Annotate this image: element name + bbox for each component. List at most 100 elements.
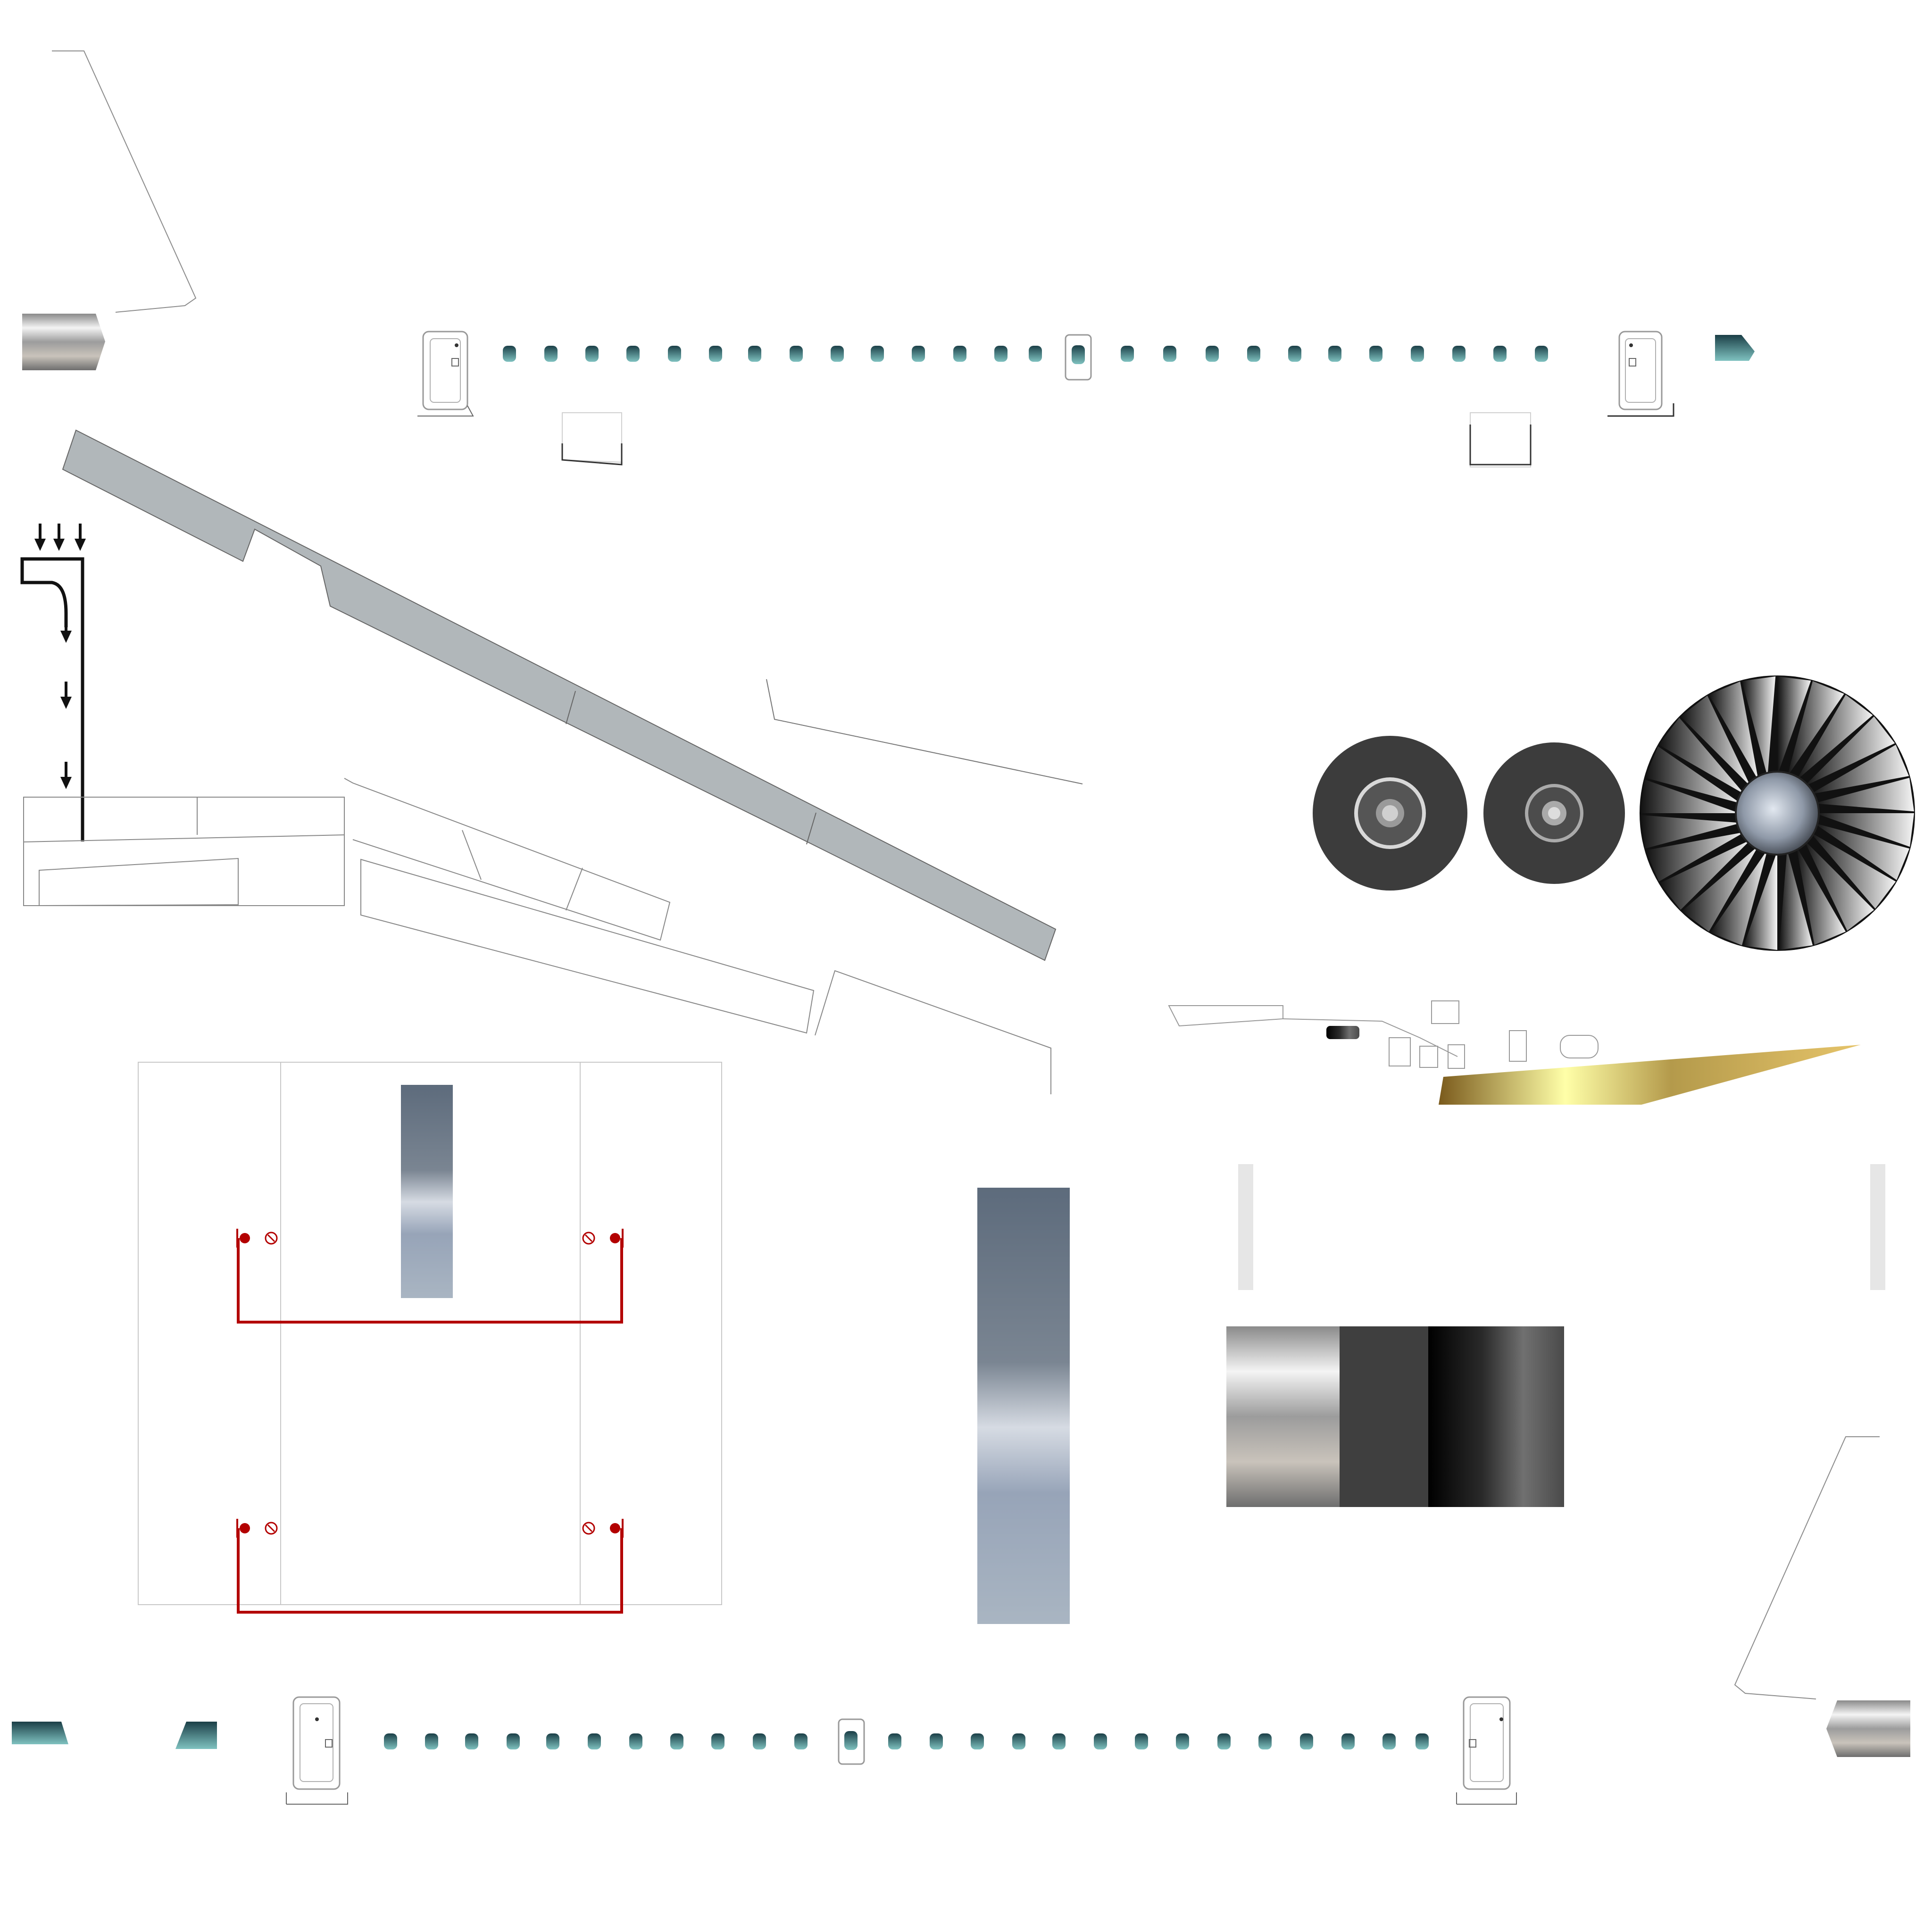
cabin-window-icon — [588, 1733, 601, 1749]
cabin-window-icon — [1288, 346, 1301, 362]
tail-fin-outline-bottom — [1734, 1436, 1880, 1699]
cabin-window-icon — [425, 1733, 438, 1749]
cabin-window-icon — [507, 1733, 520, 1749]
door-top-left — [417, 331, 474, 416]
door-bottom-right — [1456, 1696, 1517, 1805]
fan-blade-icon — [1787, 681, 1844, 777]
cabin-window-icon — [794, 1733, 808, 1749]
top-fuselage-strip — [22, 50, 1755, 467]
cabin-window-icon — [585, 346, 599, 362]
down-arrow-icon — [34, 539, 46, 551]
cabin-window-icon — [1052, 1733, 1066, 1749]
cabin-window-icon — [668, 346, 681, 362]
cabin-window-icon — [1217, 1733, 1231, 1749]
down-arrow-icon — [60, 777, 72, 789]
cabin-window-icon — [753, 1733, 766, 1749]
valve-icon — [240, 1233, 250, 1243]
cabin-window-icon — [1341, 1733, 1355, 1749]
flap-panels — [23, 778, 1051, 1094]
cabin-window-icon — [1369, 346, 1382, 362]
airflow-diagram — [20, 524, 86, 841]
cabin-window-icon — [544, 346, 558, 362]
engine-nacelle-texture — [1226, 1326, 1564, 1507]
cabin-window-icon — [626, 346, 640, 362]
cabin-window-icon — [831, 346, 844, 362]
fan-blade-icon — [1710, 849, 1768, 946]
cabin-window-icon — [1012, 1733, 1025, 1749]
cabin-window-icon — [1411, 346, 1424, 362]
cabin-window-icon — [994, 346, 1008, 362]
fan-blade-icon — [1814, 823, 1910, 880]
fan-blade-icon — [1743, 851, 1777, 950]
cabin-window-icon — [888, 1733, 901, 1749]
cabin-window-icon — [1300, 1733, 1313, 1749]
valve-icon — [610, 1233, 620, 1243]
red-pipe-upper — [237, 1238, 623, 1324]
down-arrow-icon — [60, 631, 72, 643]
cabin-window-icon — [1416, 1733, 1429, 1749]
grey-bar-left — [1238, 1164, 1253, 1290]
red-valve-group — [236, 1229, 624, 1538]
engine-fan — [1640, 675, 1915, 951]
cabin-window-icon — [1328, 346, 1341, 362]
fan-blade-icon — [1659, 840, 1751, 910]
door-top-mid — [1065, 334, 1092, 381]
cockpit-window-top — [1715, 335, 1755, 361]
cabin-window-icon — [953, 346, 966, 362]
fan-blade-icon — [1658, 717, 1745, 794]
nose-cone-top — [22, 314, 105, 370]
cabin-window-icon — [1493, 346, 1507, 362]
fan-blade-icon — [1804, 716, 1895, 787]
cabin-window-icon — [1163, 346, 1176, 362]
panel-strip-large — [977, 1188, 1070, 1624]
fan-blade-icon — [1814, 777, 1914, 812]
fan-blade-icon — [1645, 746, 1741, 804]
bottom-fuselage-strip — [12, 1436, 1910, 1805]
cabin-window-icon — [871, 346, 884, 362]
cockpit-window-bottom-left — [12, 1722, 68, 1744]
grey-bar-right — [1870, 1164, 1885, 1290]
cabin-window-icon — [465, 1733, 478, 1749]
valve-icon — [610, 1523, 620, 1533]
cabin-window-icon — [711, 1733, 724, 1749]
cabin-window-icon — [629, 1733, 642, 1749]
cabin-window-icon — [1094, 1733, 1107, 1749]
wing-panel — [62, 429, 1083, 961]
fan-blade-icon — [1815, 813, 1914, 847]
cabin-window-icon — [971, 1733, 984, 1749]
cabin-window-icon — [1206, 346, 1219, 362]
panel-strip-small — [401, 1085, 453, 1298]
cabin-window-icon — [384, 1733, 397, 1749]
door-bottom-left — [286, 1696, 348, 1805]
cabin-window-icon — [1535, 346, 1548, 362]
down-arrow-icon — [60, 697, 72, 709]
cabin-window-icon — [1247, 346, 1260, 362]
fan-blade-icon — [1779, 849, 1813, 950]
fan-blade-icon — [1645, 832, 1745, 882]
wing-root-line — [766, 679, 1083, 784]
cabin-window-icon — [1029, 346, 1042, 362]
fan-blade-icon — [1741, 676, 1776, 777]
cabin-window-icon — [1258, 1733, 1272, 1749]
red-pipe-lower — [237, 1528, 623, 1614]
tail-fin-outline-top — [52, 50, 197, 313]
vent-grille — [1326, 1026, 1359, 1039]
fan-blade-icon — [1810, 832, 1896, 909]
cabin-window-icon — [1452, 346, 1466, 362]
cabin-window-icon — [1121, 346, 1134, 362]
fan-blade-icon — [1680, 695, 1751, 787]
cabin-window-icon — [709, 346, 722, 362]
main-wheel — [1313, 736, 1467, 891]
cabin-window-icon — [930, 1733, 943, 1749]
cargo-door-top-left — [561, 412, 623, 466]
fan-blade-icon — [1682, 846, 1758, 932]
cabin-window-icon — [748, 346, 761, 362]
cabin-window-icon — [912, 346, 925, 362]
cabin-window-icon — [1176, 1733, 1189, 1749]
cabin-window-icon — [1135, 1733, 1148, 1749]
down-arrow-icon — [75, 539, 86, 551]
fan-blade-icon — [1796, 694, 1873, 781]
cabin-window-icon — [503, 346, 516, 362]
duct-line — [20, 557, 84, 841]
